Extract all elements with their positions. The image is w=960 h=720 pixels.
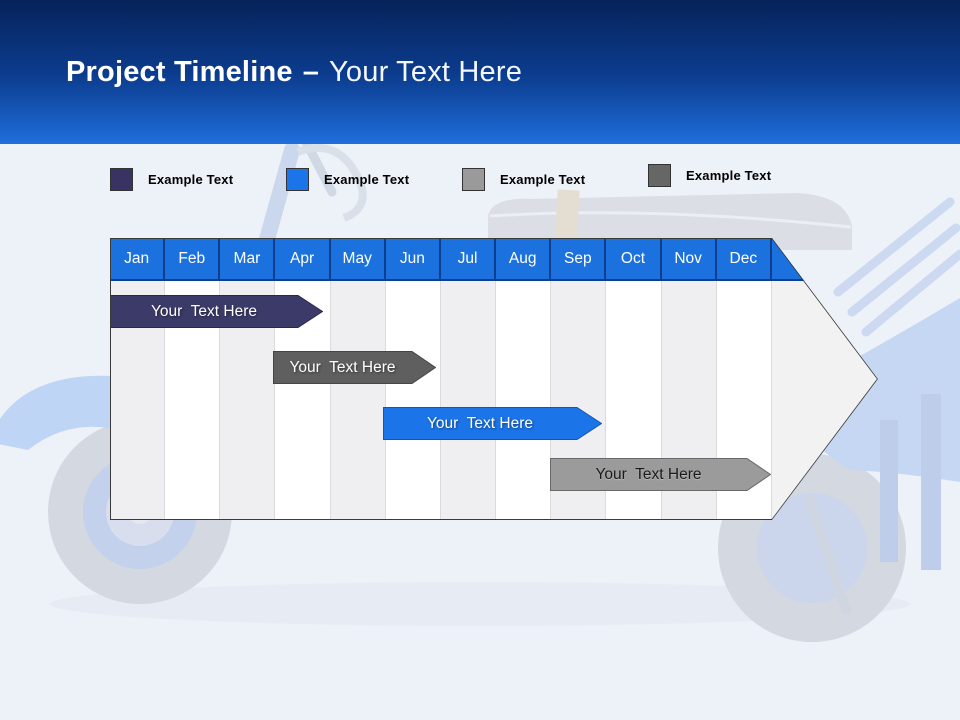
title-banner: Project Timeline – Your Text Here bbox=[0, 0, 960, 144]
month-column bbox=[440, 281, 497, 520]
month-cell: Aug bbox=[496, 238, 552, 279]
legend-label[interactable]: Example Text bbox=[686, 168, 772, 183]
legend-item: Example Text bbox=[648, 164, 771, 187]
month-column bbox=[385, 281, 441, 520]
legend-label[interactable]: Example Text bbox=[500, 172, 586, 187]
month-cell: Jan bbox=[110, 238, 166, 279]
month-cell: May bbox=[331, 238, 386, 279]
month-cell: Apr bbox=[275, 238, 331, 279]
timeline-arrow: Jan Feb Mar Apr May Jun Jul Aug Sep Oct … bbox=[110, 238, 878, 520]
month-header-row: Jan Feb Mar Apr May Jun Jul Aug Sep Oct … bbox=[110, 238, 878, 281]
legend-color-swatch bbox=[110, 168, 133, 191]
legend-color-swatch bbox=[286, 168, 309, 191]
legend-label[interactable]: Example Text bbox=[148, 172, 234, 187]
task-bar[interactable]: Your Text Here bbox=[383, 407, 602, 440]
task-bar-label[interactable]: Your Text Here bbox=[595, 466, 702, 483]
task-bar-label[interactable]: Your Text Here bbox=[151, 303, 257, 320]
task-bar-label[interactable]: Your Text Here bbox=[427, 415, 533, 432]
month-cell: Dec bbox=[717, 238, 772, 279]
task-bar[interactable]: Your Text Here bbox=[110, 295, 323, 328]
month-column bbox=[330, 281, 386, 520]
task-bar[interactable]: Your Text Here bbox=[550, 458, 771, 491]
slide-title-main: Project Timeline bbox=[66, 55, 293, 88]
month-cell: Feb bbox=[165, 238, 221, 279]
legend-item: Example Text bbox=[110, 168, 233, 191]
legend-color-swatch bbox=[648, 164, 671, 187]
legend-color-swatch bbox=[462, 168, 485, 191]
task-bar-label[interactable]: Your Text Here bbox=[289, 359, 396, 376]
slide-title-placeholder[interactable]: Your Text Here bbox=[329, 55, 523, 88]
slide-title: Project Timeline – Your Text Here bbox=[66, 0, 522, 144]
month-column bbox=[496, 281, 552, 520]
task-bar[interactable]: Your Text Here bbox=[273, 351, 436, 384]
month-cell: Oct bbox=[606, 238, 662, 279]
slide-title-dash: – bbox=[302, 55, 320, 88]
legend-item: Example Text bbox=[462, 168, 585, 191]
month-cell: Jun bbox=[386, 238, 441, 279]
month-cell: Mar bbox=[220, 238, 276, 279]
month-cell: Jul bbox=[441, 238, 497, 279]
month-cell: Sep bbox=[551, 238, 607, 279]
legend-label[interactable]: Example Text bbox=[324, 172, 410, 187]
month-cell: Nov bbox=[662, 238, 717, 279]
legend-item: Example Text bbox=[286, 168, 409, 191]
